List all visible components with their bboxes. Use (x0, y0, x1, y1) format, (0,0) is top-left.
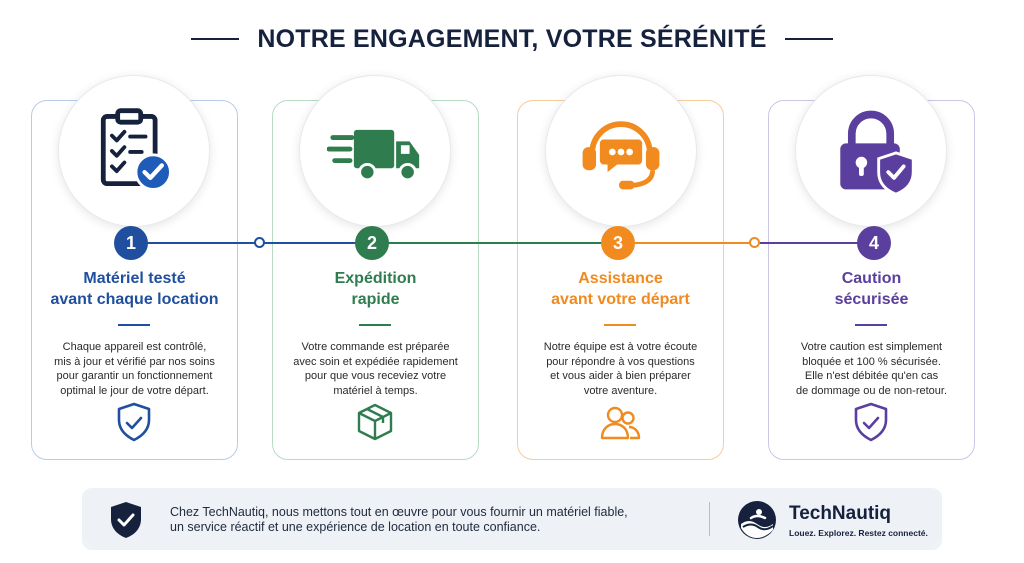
card-content-4: Caution sécurisée Votre caution est simp… (768, 100, 975, 460)
description-line: de dommage ou de non-retour. (795, 384, 948, 397)
title-rule-left (191, 38, 240, 40)
card-content-3: Assistance avant votre départ Notre équi… (517, 100, 724, 460)
description-line: mis à jour et vérifié par nos soins (54, 355, 215, 368)
card-title: Assistance avant votre départ (517, 268, 724, 310)
card-title-line: sécurisée (834, 291, 909, 308)
clipboard-check-icon (58, 75, 210, 227)
timeline-segment-4 (754, 242, 874, 244)
description-line: et vous aider à bien préparer (550, 370, 691, 382)
card-title: Expédition rapide (272, 268, 479, 310)
timeline-segment-2 (372, 242, 618, 244)
footer-message-line: un service réactif et une expérience de … (170, 520, 541, 534)
description-line: matériel à temps. (333, 384, 418, 397)
card-description: Notre équipe est à votre écoute pour rép… (525, 340, 716, 398)
card-title: Matériel testé avant chaque location (31, 268, 238, 310)
shield-check-icon (117, 402, 151, 442)
headset-chat-icon (545, 75, 697, 227)
description-line: avec soin et expédiée rapidement (293, 355, 458, 368)
title-underline (855, 324, 887, 326)
timeline-dot (749, 237, 760, 248)
step-number-2: 2 (355, 226, 389, 260)
card-title-line: Expédition (334, 270, 417, 287)
description-line: Votre commande est préparée (301, 341, 450, 353)
title-underline (118, 324, 150, 326)
package-box-icon (357, 403, 393, 441)
delivery-truck-icon (299, 75, 451, 227)
people-icon (600, 406, 641, 440)
title-underline (604, 324, 636, 326)
description-line: votre aventure. (583, 384, 658, 397)
card-description: Votre caution est simplement bloquée et … (776, 340, 967, 398)
card-title-line: Caution (841, 270, 902, 287)
padlock-shield-icon (795, 75, 947, 227)
card-description: Chaque appareil est contrôlé, mis à jour… (39, 340, 230, 398)
footer-message: Chez TechNautiq, nous mettons tout en œu… (170, 505, 628, 535)
title-rule-right (784, 38, 833, 40)
step-number-3: 3 (601, 226, 635, 260)
title-underline (359, 324, 391, 326)
description-line: bloquée et 100 % sécurisée. (802, 355, 941, 368)
technautiq-logo-icon (738, 501, 776, 539)
card-description: Votre commande est préparée avec soin et… (280, 340, 471, 398)
card-title-line: Assistance (578, 270, 663, 287)
timeline-dot (254, 237, 265, 248)
card-title-line: rapide (351, 291, 400, 308)
shield-check-icon (854, 402, 888, 442)
step-number-1: 1 (114, 226, 148, 260)
card-title-line: avant chaque location (50, 291, 219, 308)
description-line: pour répondre à vos questions (546, 355, 695, 368)
description-line: Elle n'est débitée qu'en cas (804, 370, 939, 382)
page-header: NOTRE ENGAGEMENT, VOTRE SÉRÉNITÉ (0, 22, 1024, 56)
footer-banner: Chez TechNautiq, nous mettons tout en œu… (82, 488, 942, 550)
description-line: Notre équipe est à votre écoute (543, 341, 698, 353)
card-title-line: Matériel testé (83, 270, 186, 287)
description-line: pour que vous receviez votre (304, 370, 447, 382)
footer-message-line: Chez TechNautiq, nous mettons tout en œu… (170, 505, 628, 519)
shield-check-icon (111, 502, 141, 538)
timeline-segment-3 (618, 242, 754, 244)
page-title: NOTRE ENGAGEMENT, VOTRE SÉRÉNITÉ (257, 24, 767, 53)
card-title-line: avant votre départ (551, 291, 690, 308)
card-title: Caution sécurisée (768, 268, 975, 310)
description-line: optimal le jour de votre départ. (60, 384, 209, 397)
description-line: pour garantir un fonctionnement (56, 370, 213, 382)
brand-tagline: Louez. Explorez. Restez connecté. (789, 528, 928, 538)
footer-divider (709, 502, 710, 536)
card-content-1: Matériel testé avant chaque location Cha… (31, 100, 238, 460)
step-number-4: 4 (857, 226, 891, 260)
description-line: Votre caution est simplement (800, 341, 943, 353)
brand-name: TechNautiq (789, 503, 892, 524)
card-content-2: Expédition rapide Votre commande est pré… (272, 100, 479, 460)
description-line: Chaque appareil est contrôlé, (62, 341, 207, 353)
